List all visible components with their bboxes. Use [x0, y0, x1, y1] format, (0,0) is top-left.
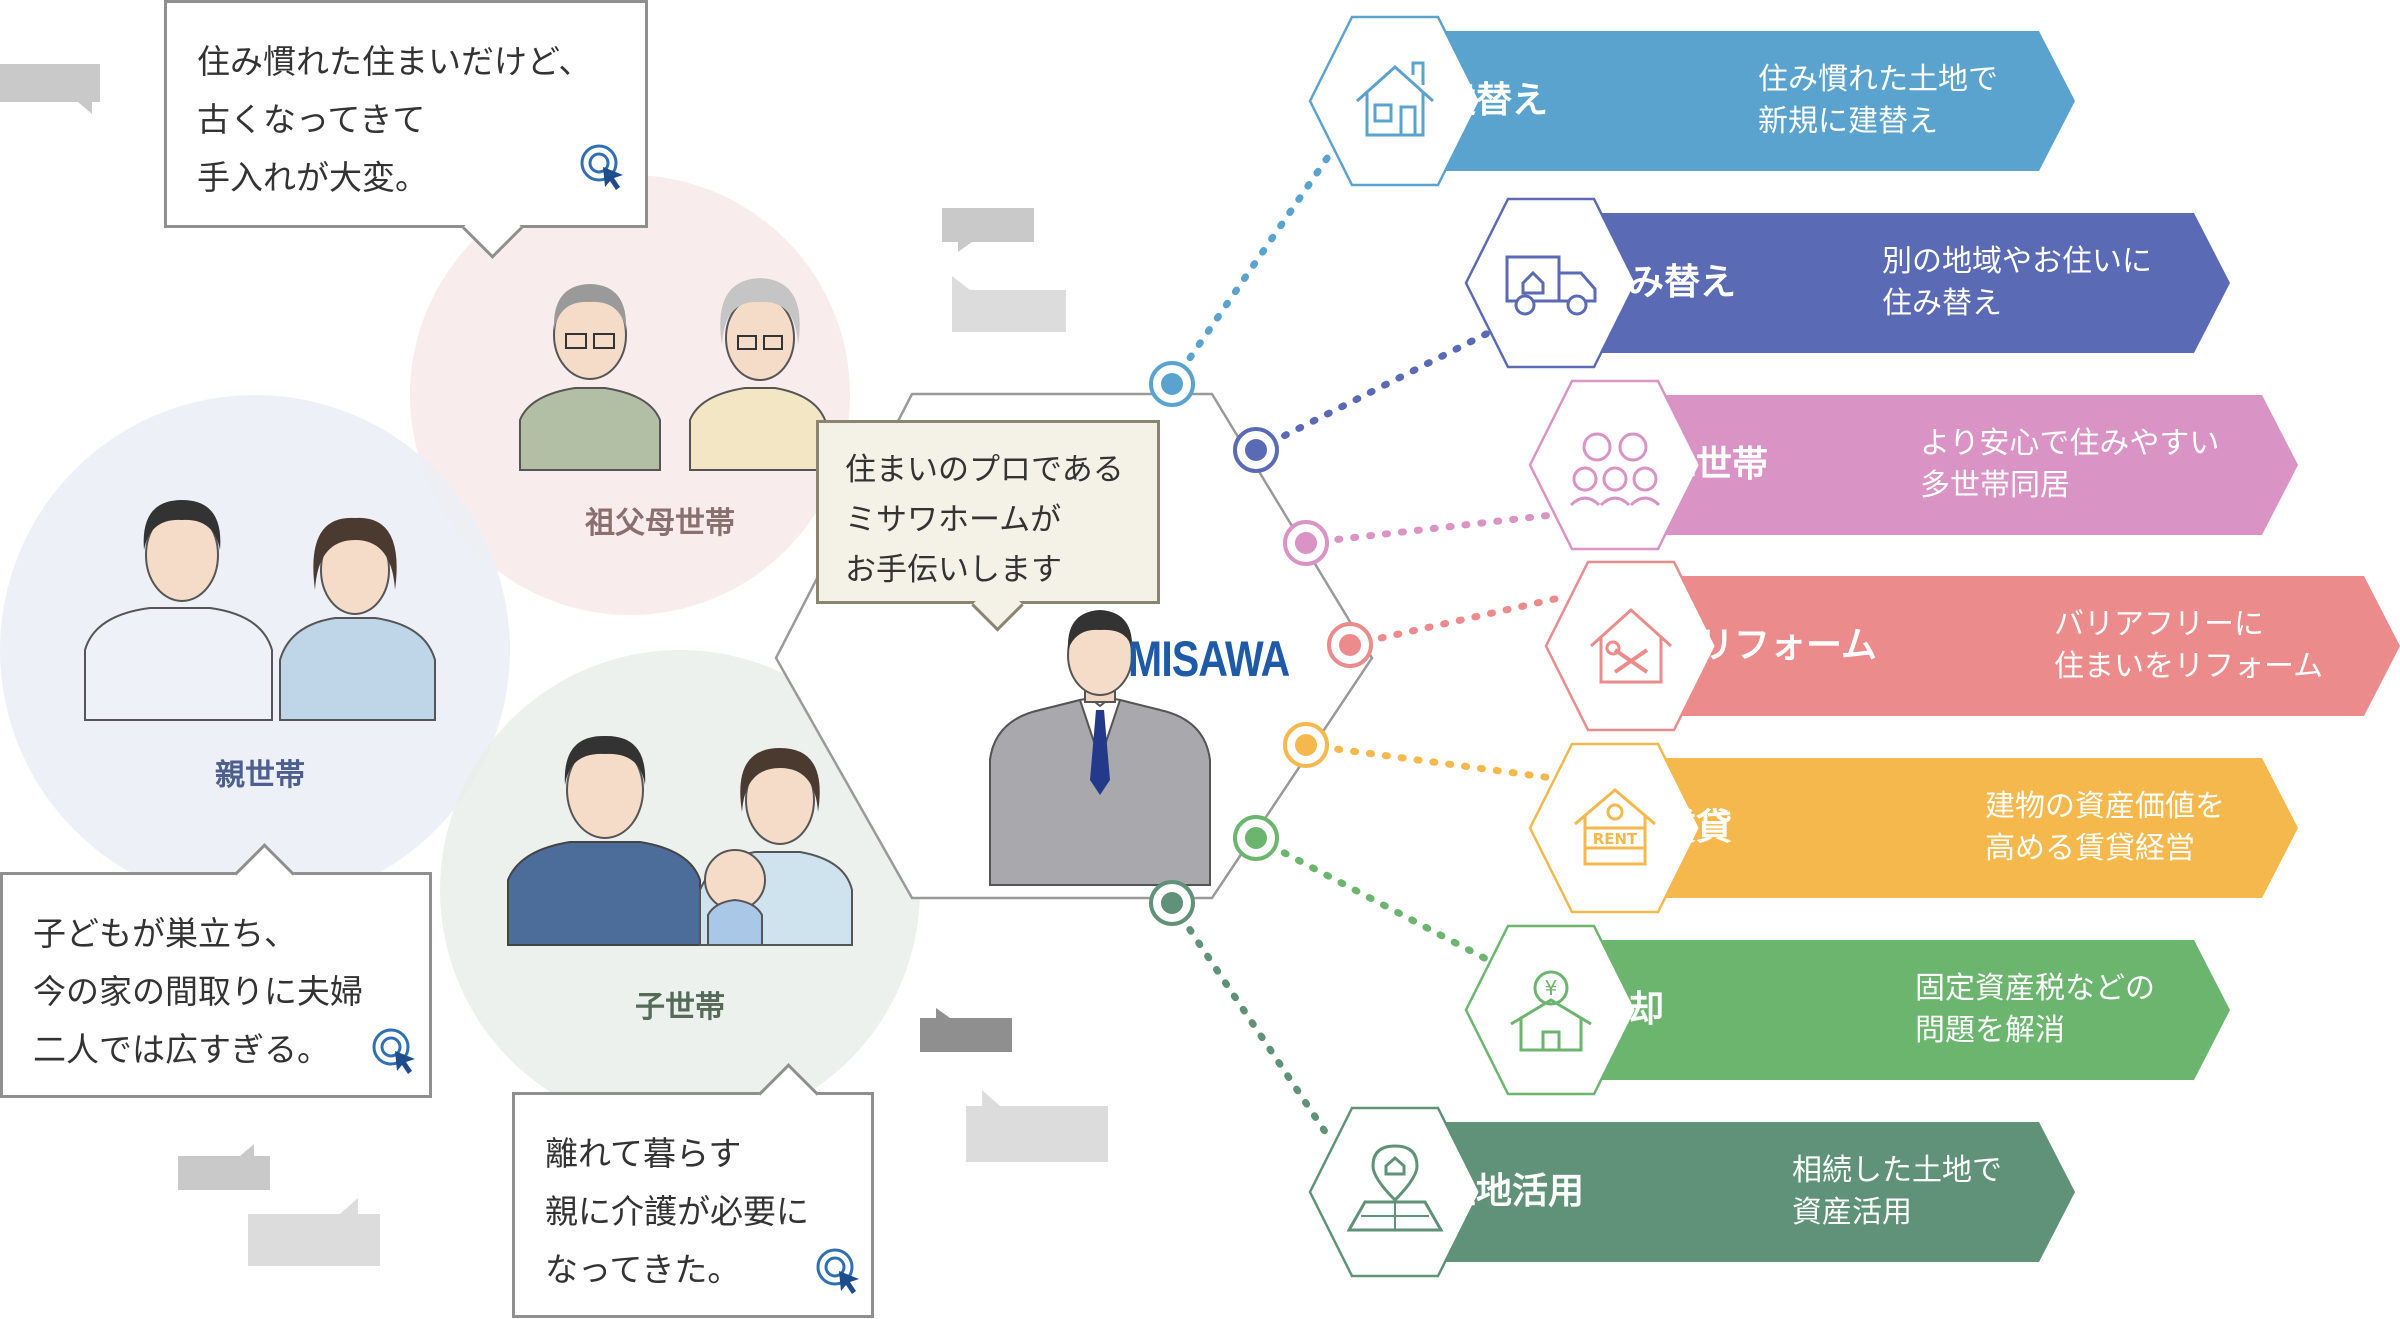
bubble-line: 離れて暮らす [545, 1134, 742, 1173]
service-ribbon-2[interactable] [1615, 395, 2298, 535]
bubble-line: なってきた。 [545, 1250, 741, 1289]
service-title[interactable]: リフォーム [1698, 625, 1877, 666]
speech-bubble-grandparents: 住み慣れた住まいだけど、 古くなってきて 手入れが大変。 [164, 0, 648, 259]
bubble-line: 今の家の間取りに夫婦 [33, 972, 363, 1011]
children-household-illustration [507, 735, 853, 946]
grandparents-illustration [519, 278, 826, 471]
svg-text:RENT: RENT [1593, 830, 1638, 848]
service-hexagon-2[interactable] [1528, 379, 1702, 551]
placeholder-chat-icon [942, 208, 1034, 252]
connector-line [1252, 834, 1492, 964]
service-description: 別の地域やお住いに住み替え [1882, 241, 2152, 325]
service-ribbon-0[interactable] [1395, 31, 2075, 171]
service-description-line: 多世帯同居 [1920, 468, 2070, 503]
placeholder-chat-icon [966, 1090, 1108, 1162]
group-label-children: 子世帯 [635, 990, 725, 1025]
connector-node-dot [1295, 734, 1317, 756]
service-description: 相続した土地で資産活用 [1792, 1150, 2002, 1234]
service-description-line: 住まいをリフォーム [2054, 649, 2324, 684]
service-description-line: 資産活用 [1792, 1195, 1912, 1230]
speech-bubble-parents: 子どもが巣立ち、 今の家の間取りに夫婦 二人では広すぎる。 [0, 843, 432, 1098]
connector-node-dot [1245, 827, 1267, 849]
land-pin-icon [1346, 1144, 1444, 1232]
service-description-line: 住み替え [1882, 286, 2002, 321]
service-ribbon-5[interactable] [1551, 940, 2230, 1080]
service-ribbon-4[interactable] [1615, 758, 2298, 898]
connector-line [1168, 147, 1336, 388]
family-icon [1569, 432, 1661, 507]
connector-node-dot [1161, 373, 1183, 395]
connector-node-dot [1339, 634, 1361, 656]
service-description: 住み慣れた土地で新規に建替え [1758, 59, 1998, 143]
connector-line [1168, 899, 1336, 1146]
parents-illustration [84, 500, 436, 721]
brand-logo: MISAWA [1128, 631, 1290, 687]
connector-node-dot [1245, 439, 1267, 461]
speech-bubble-children: 離れて暮らす 親に介護が必要に なってきた。 [512, 1063, 874, 1318]
service-hexagon-3[interactable] [1544, 560, 1718, 732]
service-description: より安心で住みやすい多世帯同居 [1920, 423, 2219, 507]
placeholder-chat-icon [178, 1144, 270, 1190]
service-description-line: バリアフリーに [2054, 607, 2264, 642]
service-description-line: 高める賃貸経営 [1985, 831, 2195, 866]
service-description: バリアフリーに住まいをリフォーム [2054, 604, 2323, 688]
service-ribbon-3[interactable] [1631, 576, 2400, 716]
placeholder-chat-icon [920, 1008, 1012, 1052]
service-description-line: より安心で住みやすい [1920, 426, 2220, 461]
bubble-line: 親に介護が必要に [545, 1192, 809, 1231]
service-title[interactable]: 土地活用 [1440, 1171, 1585, 1212]
bubble-line: 二人では広すぎる。 [33, 1030, 330, 1069]
service-title[interactable]: 賃貸 [1660, 807, 1733, 848]
pro-message-bubble: 住まいのプロである ミサワホームが お手伝いします [816, 420, 1160, 632]
service-hexagon-5[interactable] [1464, 924, 1638, 1096]
pro-message-line: お手伝いします [845, 552, 1062, 588]
bubble-line: 古くなってきて [197, 100, 426, 139]
click-cursor-icon[interactable] [815, 1247, 865, 1297]
service-title[interactable]: 住み替え [1592, 262, 1737, 303]
service-description-line: 新規に建替え [1758, 104, 1938, 139]
renovation-tools-icon [1589, 607, 1673, 684]
group-label-grandparents: 祖父母世帯 [585, 506, 735, 541]
connector-node-dot [1295, 532, 1317, 554]
bubble-line: 手入れが大変。 [197, 158, 428, 197]
placeholder-chat-icon [248, 1198, 380, 1266]
service-description-line: 建物の資産価値を [1985, 789, 2225, 824]
pro-message-line: 住まいのプロである [845, 452, 1124, 488]
service-title[interactable]: 二世帯 [1660, 444, 1769, 485]
service-description-line: 固定資産税などの [1915, 971, 2155, 1006]
house-icon [1355, 61, 1435, 137]
connector-line [1252, 329, 1492, 454]
connector-node-dot [1161, 892, 1183, 914]
service-description-line: 住み慣れた土地で [1758, 62, 1998, 97]
rent-house-icon: RENT [1574, 788, 1656, 866]
service-description: 固定資産税などの問題を解消 [1915, 968, 2155, 1052]
service-description-line: 別の地域やお住いに [1882, 244, 2152, 279]
svg-text:¥: ¥ [1545, 976, 1558, 1000]
connector-line [1302, 741, 1556, 782]
salesperson-illustration [989, 610, 1211, 886]
service-description: 建物の資産価値を高める賃貸経営 [1985, 786, 2225, 870]
placeholder-chat-icon [0, 64, 100, 114]
click-cursor-icon[interactable] [371, 1027, 421, 1077]
bubble-line: 住み慣れた住まいだけど、 [197, 42, 592, 81]
click-cursor-icon[interactable] [579, 143, 629, 193]
group-label-parents: 親世帯 [215, 758, 305, 793]
service-title[interactable]: 売却 [1592, 989, 1665, 1030]
connector-line [1346, 592, 1572, 649]
service-description-line: 相続した土地で [1792, 1153, 2002, 1188]
service-ribbon-1[interactable] [1551, 213, 2230, 353]
yen-house-icon: ¥ [1510, 970, 1592, 1052]
bubble-line: 子どもが巣立ち、 [33, 914, 297, 953]
connector-line [1302, 511, 1556, 547]
moving-truck-icon [1505, 255, 1597, 316]
service-description-line: 問題を解消 [1915, 1013, 2065, 1048]
service-ribbon-6[interactable] [1395, 1122, 2075, 1262]
pro-message-line: ミサワホームが [845, 502, 1062, 538]
service-hexagon-1[interactable] [1464, 197, 1638, 369]
placeholder-chat-icon [952, 276, 1066, 332]
service-title[interactable]: 建替え [1440, 80, 1549, 121]
service-hexagon-0[interactable] [1308, 15, 1482, 187]
